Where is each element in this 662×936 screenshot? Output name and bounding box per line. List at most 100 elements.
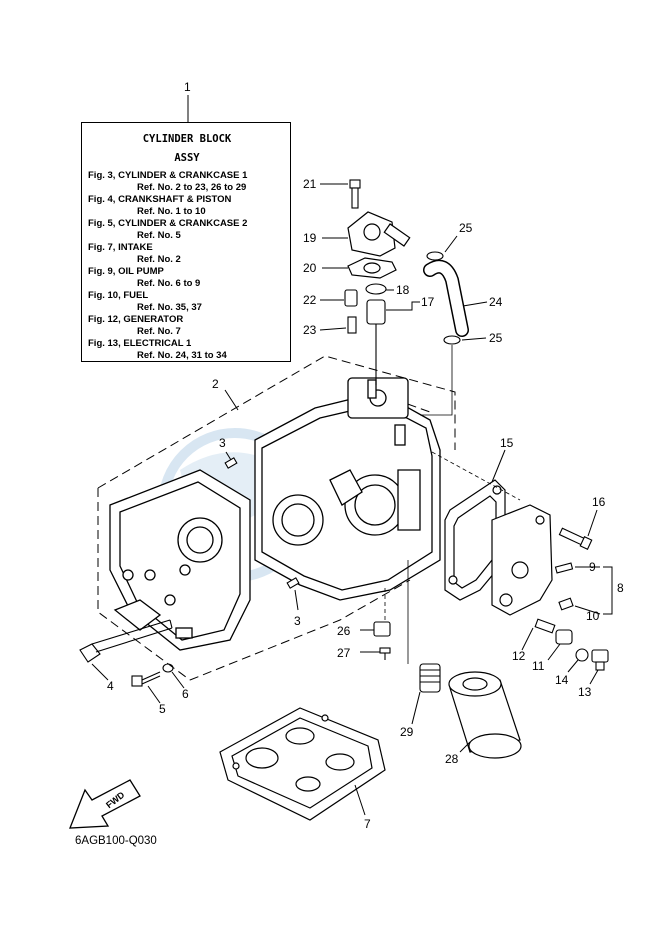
leader-2: [224, 389, 239, 411]
gasket-15: [444, 479, 506, 601]
leader-24: [462, 301, 488, 307]
callout-13: 13: [578, 685, 592, 699]
callout-21: 21: [303, 177, 317, 191]
infobox-line: Fig. 7, INTAKE: [88, 242, 153, 253]
callout-28: 28: [445, 752, 459, 766]
callout-14: 14: [555, 673, 569, 687]
infobox-line: Ref. No. 5: [137, 230, 181, 241]
diagram-code: 6AGB100-Q030: [75, 835, 157, 847]
bolt-27: [379, 647, 391, 660]
callout-24: 24: [489, 295, 503, 309]
callout-3a: 3: [219, 436, 226, 450]
infobox-line: Ref. No. 2 to 23, 26 to 29: [137, 182, 247, 193]
pin-10: [558, 597, 574, 611]
clip-25a: [426, 251, 444, 261]
infobox-title: CYLINDER BLOCK: [142, 133, 232, 145]
infobox-line: Fig. 9, OIL PUMP: [88, 266, 164, 277]
callout-12: 12: [512, 649, 526, 663]
callout-7: 7: [364, 817, 371, 831]
callout-26: 26: [337, 624, 351, 638]
infobox-line: Fig. 13, ELECTRICAL 1: [88, 338, 192, 349]
bolt-23: [347, 316, 357, 334]
infobox-line: Fig. 10, FUEL: [88, 290, 149, 301]
callout-8: 8: [617, 581, 624, 595]
leader-15: [491, 449, 506, 483]
dowel-pin-3b: [286, 577, 300, 589]
callout-3b: 3: [294, 614, 301, 628]
callout-22: 22: [303, 293, 317, 307]
leader-7: [354, 784, 366, 816]
oil-pump-cover: [491, 504, 553, 616]
bracket-8: [603, 566, 613, 615]
callout-20: 20: [303, 261, 317, 275]
callout-10: 10: [586, 609, 600, 623]
leader-10: [574, 605, 601, 615]
leader-16: [587, 509, 598, 537]
leader-25b: [461, 337, 487, 341]
stud-29: [419, 663, 441, 693]
leader-17: [386, 301, 420, 311]
leader-6: [171, 671, 185, 689]
infobox-line: Ref. No. 6 to 9: [137, 278, 201, 289]
spacer-22: [344, 289, 358, 307]
infobox-line: Fig. 3, CYLINDER & CRANKCASE 1: [88, 170, 248, 181]
callout-2: 2: [212, 377, 219, 391]
leader-12: [521, 627, 534, 651]
leader-3b: [294, 589, 299, 611]
oil-filter-28: [448, 671, 522, 759]
leader-29: [411, 691, 421, 725]
infobox-line: Ref. No. 35, 37: [137, 302, 202, 313]
bolt-12: [534, 618, 556, 634]
callout-15: 15: [500, 436, 514, 450]
bolt-5: [131, 671, 161, 687]
callout-9: 9: [589, 560, 596, 574]
plug-13: [591, 649, 609, 671]
callout-23: 23: [303, 323, 317, 337]
thermostat-17: [366, 299, 386, 385]
callout-6: 6: [182, 687, 189, 701]
bolt-16: [558, 527, 593, 550]
leader-dashed-oilpump: [431, 451, 521, 501]
infobox-line: Fig. 4, CRANKSHAFT & PISTON: [88, 194, 232, 205]
clip-25b: [443, 335, 461, 345]
washer-6: [162, 663, 174, 673]
pin-9: [554, 562, 574, 574]
infobox-line: Fig. 5, CYLINDER & CRANKCASE 2: [88, 218, 248, 229]
leader-13: [589, 669, 599, 685]
leader-4: [91, 663, 109, 681]
reference-infobox: CYLINDER BLOCK ASSY Fig. 3, CYLINDER & C…: [81, 122, 291, 362]
crankcase-half: [109, 469, 251, 651]
leader-14: [567, 659, 579, 673]
leader-23: [319, 327, 347, 331]
callout-27: 27: [337, 646, 351, 660]
leader-25a: [444, 235, 458, 253]
infobox-line: Ref. No. 1 to 10: [137, 206, 206, 217]
o-ring-14: [575, 648, 589, 662]
infobox-line: Ref. No. 2: [137, 254, 181, 265]
callout-17: 17: [421, 295, 435, 309]
callout-19: 19: [303, 231, 317, 245]
callout-25b: 25: [489, 331, 503, 345]
callout-1: 1: [184, 80, 191, 94]
spacer-11: [555, 629, 573, 645]
bolt-21: [349, 179, 361, 209]
leader-11: [547, 643, 561, 661]
cylinder-block: [254, 377, 441, 601]
callout-18: 18: [396, 283, 410, 297]
ring-18: [365, 283, 387, 295]
bolt-4: [79, 619, 173, 663]
dowel-pin-3a: [224, 457, 238, 469]
leader-28: [459, 741, 471, 753]
thermostat-cover-19: [347, 211, 411, 257]
callout-4: 4: [107, 679, 114, 693]
infobox-line: Ref. No. 24, 31 to 34: [137, 350, 227, 361]
bracket-26: [373, 621, 391, 637]
leader-3a: [225, 451, 232, 461]
infobox-line: Ref. No. 7: [137, 326, 181, 337]
callout-16: 16: [592, 495, 606, 509]
leader-5: [147, 685, 161, 704]
gasket-7: [219, 707, 386, 821]
fwd-arrow-icon: [69, 779, 141, 829]
infobox-line: Fig. 12, GENERATOR: [88, 314, 184, 325]
